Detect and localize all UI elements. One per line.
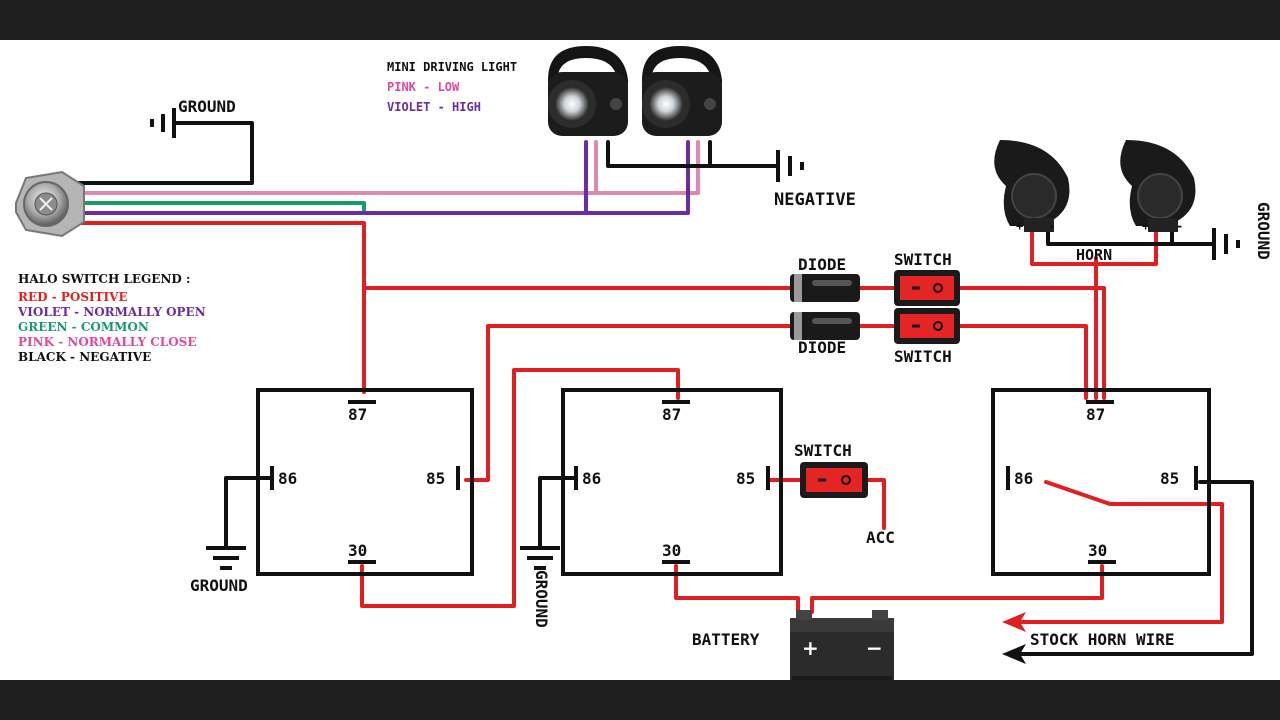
switch-bottom-to-87 <box>956 324 1088 400</box>
halo-red-wire <box>76 221 366 394</box>
relay3-pin-30: 30 <box>1088 541 1107 560</box>
relay3-85-stock-horn-black <box>1008 480 1254 656</box>
relay2-pin-86: 86 <box>582 469 601 488</box>
relay3-86-stock-horn-red <box>1008 480 1224 624</box>
lights-title: MINI DRIVING LIGHT <box>387 60 517 74</box>
acc-label: ACC <box>866 528 895 547</box>
top-frame-bar <box>0 0 1280 40</box>
switch-to-acc <box>864 478 886 530</box>
lights-violet-label: VIOLET - HIGH <box>387 100 481 114</box>
relay1-pin-85: 85 <box>426 469 445 488</box>
top-ground-label: GROUND <box>178 97 236 116</box>
relay-3-box <box>991 388 1211 576</box>
horn-label: HORN <box>1076 246 1112 264</box>
battery-to-relay3-30 <box>810 564 1104 614</box>
switch-middle-icon <box>800 462 868 498</box>
relay2-pin-30: 30 <box>662 541 681 560</box>
relay1-ground-icon <box>206 546 246 570</box>
switch-bottom-icon <box>894 308 960 344</box>
legend-item-violet: VIOLET - NORMALLY OPEN <box>17 305 206 319</box>
horn-ground-label: GROUND <box>1254 202 1273 260</box>
negative-label: NEGATIVE <box>774 190 856 210</box>
halo-black-wire <box>76 121 254 185</box>
relay3-pin-86: 86 <box>1014 469 1033 488</box>
legend-item-green: GREEN - COMMON <box>18 320 149 334</box>
stock-horn-label: STOCK HORN WIRE <box>1030 630 1175 649</box>
switch-top-to-87 <box>956 286 1106 400</box>
stock-horn-red-arrow-icon <box>1002 612 1026 632</box>
relay-pin-bars <box>270 400 1198 564</box>
horn-right-icon <box>1120 140 1196 232</box>
switch-bottom-label: SWITCH <box>894 347 952 366</box>
switch-middle-label: SWITCH <box>794 441 852 460</box>
horn-left-minus: - <box>1048 219 1055 233</box>
driving-light-right-icon <box>642 46 722 136</box>
relay1-30-to-relay2-87 <box>360 368 680 608</box>
diode-bottom-label: DIODE <box>798 338 846 357</box>
halo-green-wire <box>76 201 366 214</box>
switch-top-label: SWITCH <box>894 250 952 269</box>
battery-minus: − <box>866 636 883 660</box>
battery-label: BATTERY <box>692 630 760 649</box>
halo-switch-icon <box>15 170 85 238</box>
top-ground-icon <box>150 108 210 138</box>
relay1-pin-30: 30 <box>348 541 367 560</box>
relay1-ground-label: GROUND <box>190 576 248 595</box>
bottom-frame-bar <box>0 680 1280 720</box>
relay-2-box <box>561 388 783 576</box>
lights-pink-label: PINK - LOW <box>387 80 460 94</box>
diode-top-label: DIODE <box>798 255 846 274</box>
legend-title: HALO SWITCH LEGEND : <box>18 272 190 286</box>
legend-item-black: BLACK - NEGATIVE <box>18 350 151 364</box>
horn-ground-icon <box>1212 228 1240 260</box>
relay3-pin-85: 85 <box>1160 469 1179 488</box>
horn-left-plus: + <box>1016 219 1023 233</box>
horn-right-minus: - <box>1176 219 1183 233</box>
diode-bottom-icon <box>790 312 860 340</box>
relay2-ground-icon <box>520 546 560 570</box>
horn-right-plus: + <box>1142 219 1149 233</box>
light-negative-wire <box>606 140 778 168</box>
negative-ground-icon <box>776 150 804 182</box>
battery-plus: + <box>802 636 819 660</box>
relay3-pin-87: 87 <box>1086 405 1105 424</box>
relay1-85-to-diode <box>464 324 794 482</box>
driving-light-left-icon <box>548 46 628 136</box>
horn-negative-wire <box>1046 230 1214 246</box>
stock-horn-black-arrow-icon <box>1002 644 1026 664</box>
relay2-pin-85: 85 <box>736 469 755 488</box>
diode-top-icon <box>790 274 860 302</box>
relay2-pin-87: 87 <box>662 405 681 424</box>
relay-1-box <box>256 388 474 576</box>
relay2-30-to-battery <box>674 564 800 614</box>
legend-item-pink: PINK - NORMALLY CLOSE <box>18 335 196 349</box>
legend-item-red: RED - POSITIVE <box>18 290 128 304</box>
horn-left-icon <box>994 140 1070 232</box>
relay2-ground-label: GROUND <box>532 570 551 628</box>
relay1-pin-87: 87 <box>348 405 367 424</box>
switch-top-icon <box>894 270 960 306</box>
relay1-pin-86: 86 <box>278 469 297 488</box>
halo-pink-wire-2 <box>594 140 700 195</box>
battery-icon <box>790 610 894 680</box>
